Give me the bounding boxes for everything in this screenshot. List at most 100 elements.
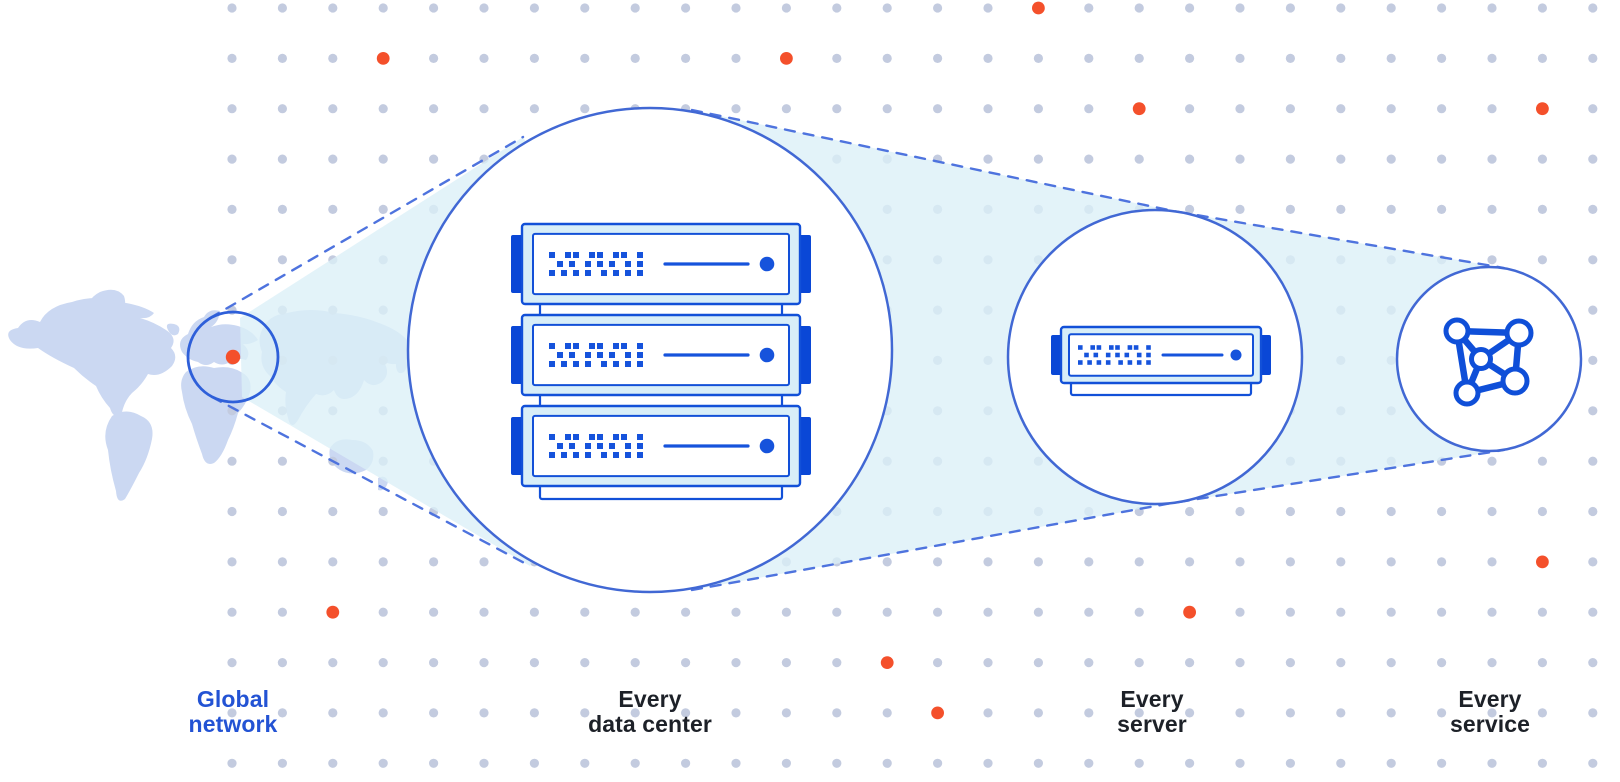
server-power-dot	[1230, 349, 1242, 361]
mesh-node	[1469, 347, 1493, 371]
label-line: network	[188, 711, 278, 737]
grid-dot	[1235, 758, 1245, 768]
grid-dot	[580, 53, 590, 64]
grid-dot	[479, 104, 489, 114]
grid-dot	[328, 53, 338, 64]
grid-dot	[1336, 658, 1346, 668]
grid-dot	[681, 3, 691, 13]
grid-dot	[1386, 506, 1396, 517]
grid-dot	[1386, 3, 1396, 13]
grid-dot	[1033, 53, 1043, 64]
grid-dot	[1285, 53, 1295, 64]
grid-dot	[1336, 557, 1346, 567]
grid-dot	[429, 658, 439, 668]
grid-dot	[328, 204, 338, 214]
grid-dot	[1336, 104, 1346, 114]
grid-dot	[479, 658, 489, 668]
grid-dot	[1487, 3, 1497, 13]
grid-dot	[529, 658, 540, 668]
grid-dot	[429, 557, 439, 567]
grid-dot	[1487, 53, 1497, 64]
grid-dot	[580, 758, 590, 768]
led-pixel	[597, 252, 603, 258]
led-pixel	[609, 352, 615, 358]
grid-dot	[731, 607, 741, 617]
grid-dot	[328, 557, 338, 567]
led-pixel	[625, 270, 631, 276]
grid-dot	[1588, 758, 1598, 768]
led-pixel	[1136, 352, 1142, 358]
grid-dot	[983, 658, 993, 668]
led-pixel	[1146, 345, 1151, 350]
grid-dot	[227, 758, 237, 768]
grid-dot	[1285, 104, 1295, 114]
grid-dot	[1386, 557, 1396, 567]
grid-dot	[781, 708, 792, 718]
led-pixel	[637, 452, 643, 458]
led-pixel	[589, 343, 595, 349]
grid-dot	[1134, 758, 1144, 768]
grid-dot	[630, 658, 640, 668]
beam-dashed-line	[208, 135, 525, 320]
led-pixel	[565, 434, 571, 440]
led-pixel	[561, 270, 567, 276]
grid-dot	[1185, 53, 1195, 64]
grid-dot	[1185, 154, 1195, 164]
label-line: server	[1117, 711, 1187, 737]
grid-dot	[1437, 104, 1447, 114]
grid-dot	[1487, 557, 1497, 567]
grid-dot	[933, 758, 943, 768]
grid-dot	[1033, 607, 1043, 617]
grid-dot	[227, 3, 237, 13]
grid-dot	[1588, 53, 1598, 64]
grid-dot	[328, 104, 338, 114]
led-pixel	[549, 252, 555, 258]
grid-dot	[1235, 154, 1245, 164]
led-pixel	[621, 343, 627, 349]
grid-dot	[1487, 204, 1497, 214]
grid-dot	[781, 104, 792, 114]
grid-dot	[529, 708, 540, 718]
grid-dot	[1235, 3, 1245, 13]
grid-dot	[1134, 3, 1144, 13]
grid-dot	[1588, 658, 1598, 668]
grid-dot	[378, 104, 388, 114]
grid-dot	[681, 658, 691, 668]
grid-dot	[1084, 557, 1094, 567]
grid-dot	[1033, 708, 1043, 718]
grid-dot	[580, 607, 590, 617]
grid-dot	[832, 708, 842, 718]
led-pixel	[637, 352, 643, 358]
grid-dot	[983, 557, 993, 567]
grid-dot	[277, 557, 287, 567]
grid-dot	[1487, 456, 1497, 466]
led-pixel	[565, 343, 571, 349]
grid-dot	[1084, 658, 1094, 668]
led-pixel	[549, 434, 555, 440]
grid-dot	[1285, 658, 1295, 668]
grid-dot	[277, 456, 287, 466]
grid-dot	[1537, 758, 1547, 768]
grid-dot	[1386, 154, 1396, 164]
grid-dot	[1386, 204, 1396, 214]
grid-dot	[832, 658, 842, 668]
grid-dot	[832, 758, 842, 768]
grid-dot	[429, 104, 439, 114]
led-pixel	[585, 352, 591, 358]
led-pixel	[549, 361, 555, 367]
grid-dot	[378, 607, 388, 617]
led-pixel	[585, 452, 591, 458]
led-pixel	[589, 252, 595, 258]
led-pixel	[569, 352, 575, 358]
grid-dot	[328, 3, 338, 13]
led-pixel	[1127, 345, 1133, 350]
grid-dot	[1235, 607, 1245, 617]
mesh-node	[1453, 379, 1481, 407]
label-line: service	[1450, 711, 1530, 737]
grid-dot	[731, 708, 741, 718]
grid-dot	[378, 557, 388, 567]
grid-dot	[681, 758, 691, 768]
label-line: Every	[1120, 686, 1184, 712]
grid-dot	[580, 104, 590, 114]
grid-dot	[933, 104, 943, 114]
